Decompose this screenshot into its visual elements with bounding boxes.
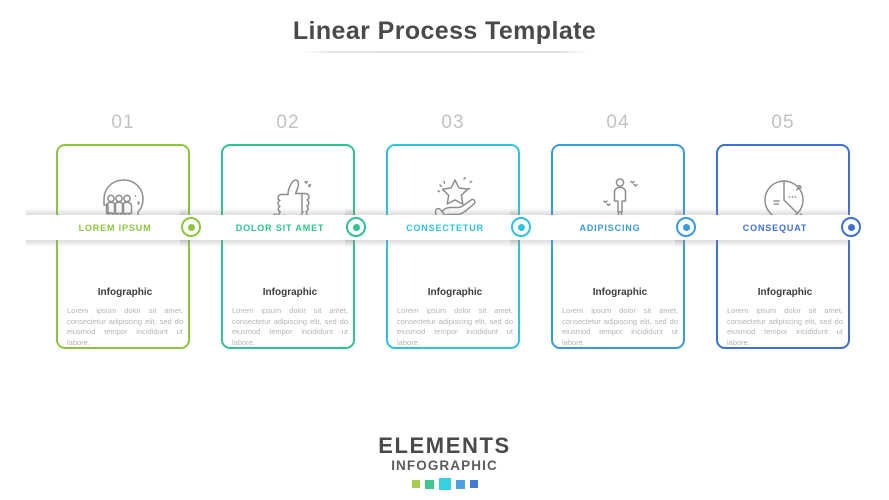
footer-color-swatches [0, 478, 889, 490]
step-label-band-inner: ADIPISCING [510, 215, 685, 240]
step-number-label: 05 [771, 112, 795, 133]
step-node-dot [187, 223, 195, 231]
step-label: CONSECTETUR [406, 222, 484, 233]
step-label-band: LOREM IPSUM [26, 208, 190, 247]
step-body-heading: Infographic [592, 287, 648, 298]
step-label-band-inner: LOREM IPSUM [26, 215, 190, 240]
footer-swatch [455, 479, 465, 489]
step-number-label: 04 [606, 112, 630, 133]
step-label: CONSEQUAT [742, 222, 808, 233]
thumbs-up-icon [223, 164, 357, 236]
step-body-text: Lorem ipsum dolor sit amet, consectetur … [562, 306, 678, 347]
page-title-block: Linear Process Template [0, 16, 889, 53]
step-body-text: Lorem ipsum dolor sit amet, consectetur … [727, 306, 843, 347]
step-label-band: CONSECTETUR [345, 208, 520, 247]
step-node-marker[interactable] [675, 216, 697, 238]
step-node-marker[interactable] [510, 216, 532, 238]
step-body-text: Lorem ipsum dolor sit amet, consectetur … [67, 306, 183, 347]
step-label-band-inner: CONSEQUAT [675, 215, 850, 240]
step-node-dot [847, 223, 855, 231]
step-node-marker[interactable] [345, 216, 367, 238]
step-node-dot [517, 223, 525, 231]
title-underline [299, 51, 590, 53]
step-number-label: 02 [276, 112, 300, 133]
footer-swatch [469, 480, 478, 488]
step-label-band: CONSEQUAT [675, 208, 850, 247]
footer-logo-main: ELEMENTS [378, 433, 511, 458]
step-body-heading: Infographic [757, 287, 813, 298]
footer-swatch [424, 479, 434, 489]
step-label: DOLOR SIT AMET [235, 222, 325, 233]
head-with-people-icon [58, 164, 192, 236]
step-body-heading: Infographic [427, 287, 483, 298]
step-number-label: 01 [111, 112, 135, 133]
step-label-band-inner: DOLOR SIT AMET [180, 215, 355, 240]
step-label: ADIPISCING [579, 222, 641, 233]
step-label-band: DOLOR SIT AMET [180, 208, 355, 247]
footer-swatch [438, 478, 451, 490]
step-node-dot [352, 223, 360, 231]
step-node-marker[interactable] [180, 216, 202, 238]
step-label-band: ADIPISCING [510, 208, 685, 247]
step-node-dot [682, 223, 690, 231]
footer-logo-sub: INFOGRAPHIC [391, 458, 498, 473]
step-number-label: 03 [441, 112, 465, 133]
step-body-heading: Infographic [262, 287, 318, 298]
step-label: LOREM IPSUM [78, 222, 152, 233]
footer-logo: ELEMENTS INFOGRAPHIC [0, 433, 889, 490]
step-body-heading: Infographic [97, 287, 153, 298]
step-node-marker[interactable] [840, 216, 862, 238]
page-title: Linear Process Template [292, 17, 597, 45]
step-label-band-inner: CONSECTETUR [345, 215, 520, 240]
step-body-text: Lorem ipsum dolor sit amet, consectetur … [397, 306, 513, 347]
footer-swatch [411, 480, 420, 488]
step-body-text: Lorem ipsum dolor sit amet, consectetur … [232, 306, 348, 347]
